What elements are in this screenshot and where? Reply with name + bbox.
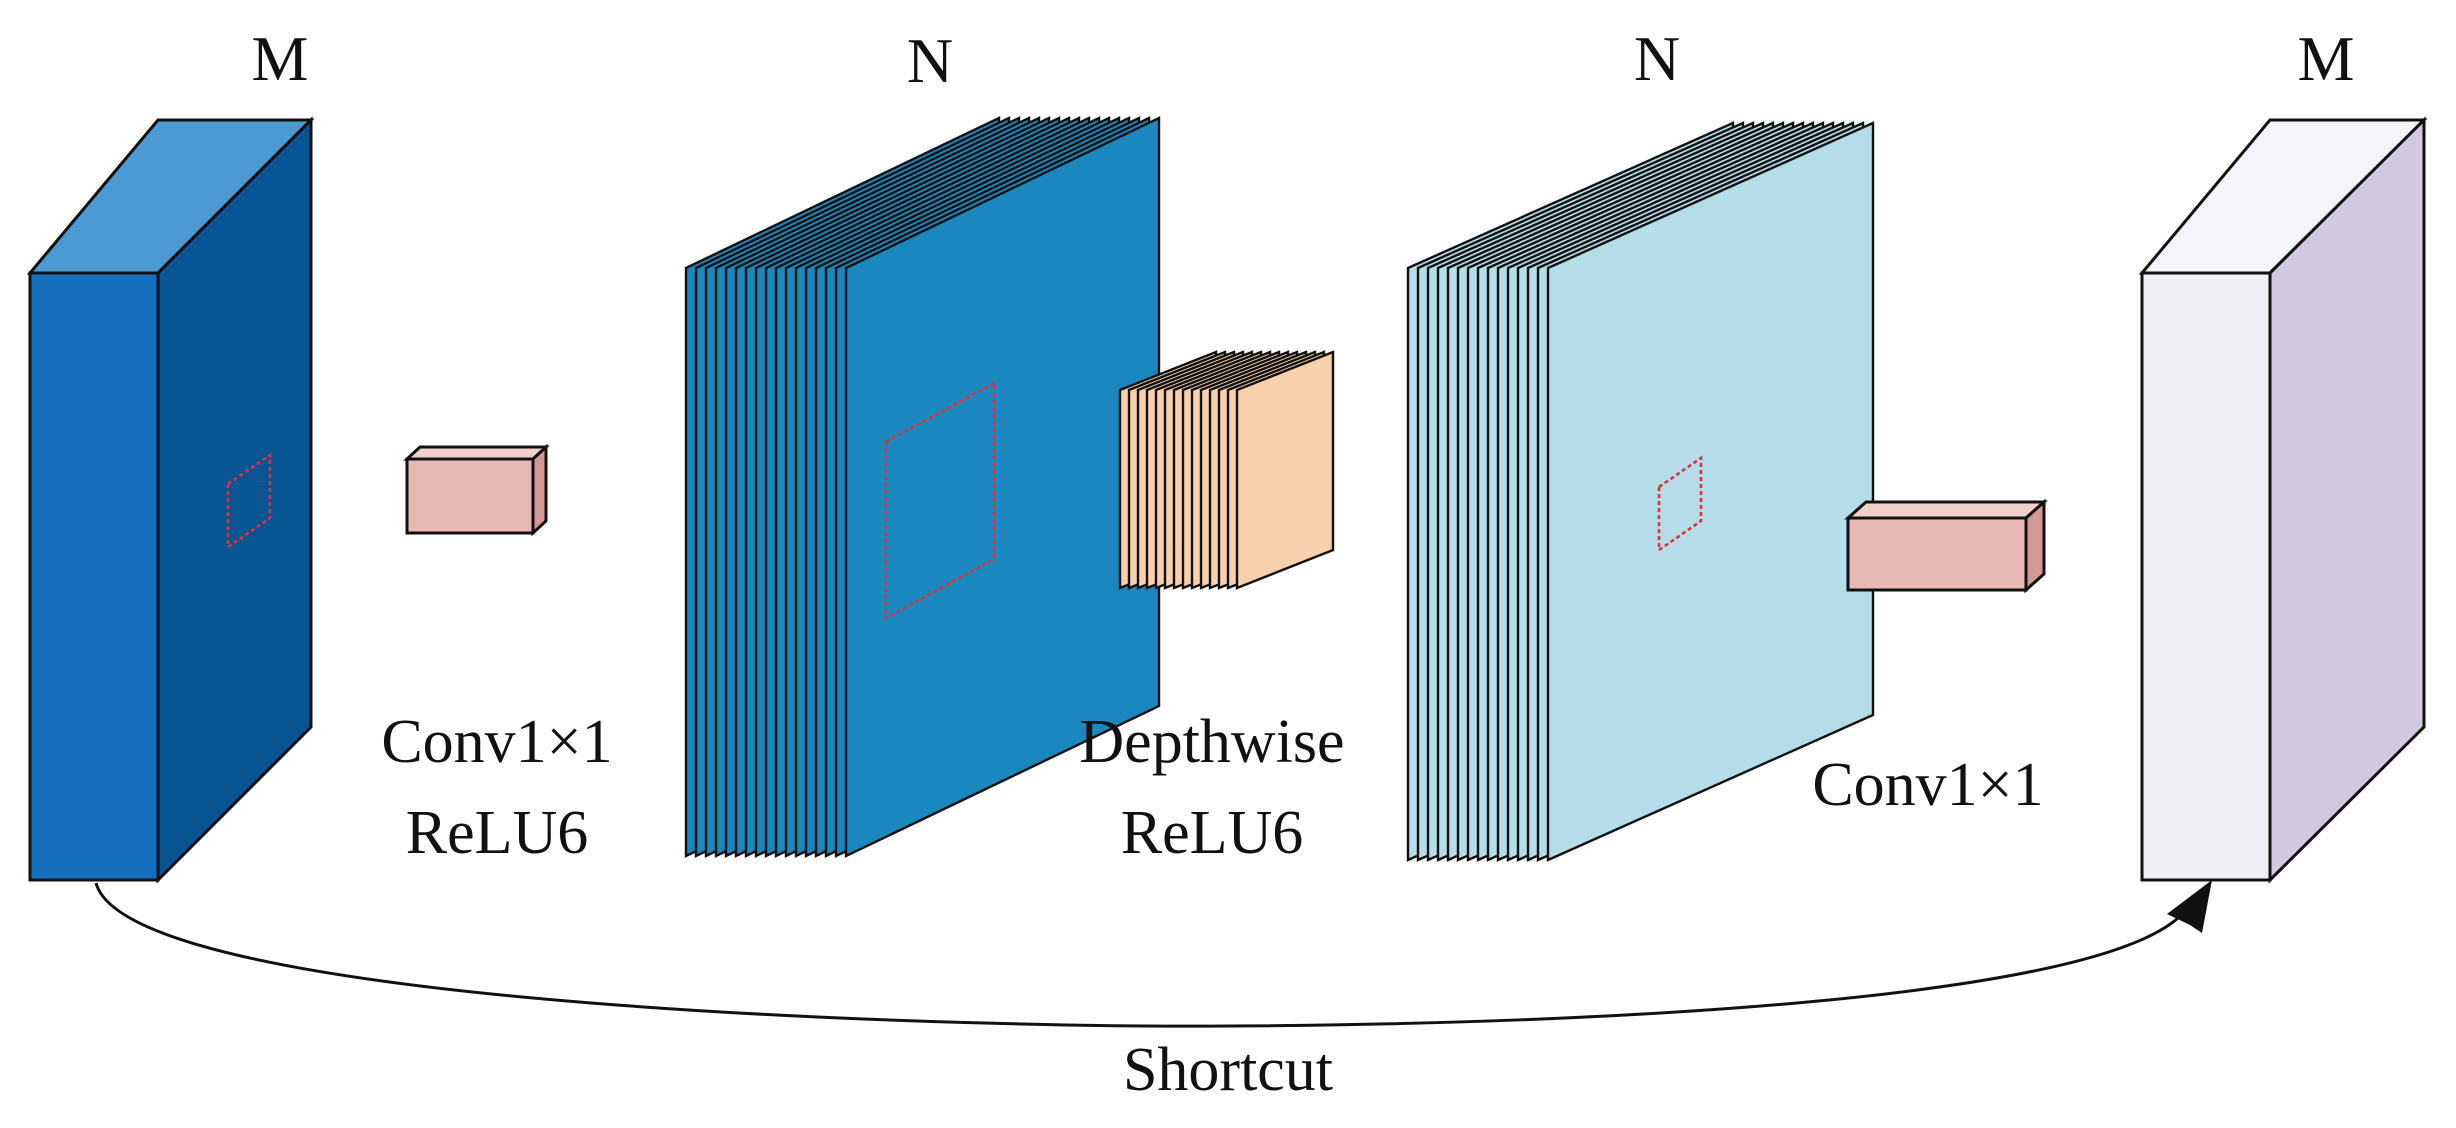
conv1-kernel <box>403 443 550 537</box>
expand-block-stack <box>684 116 1161 858</box>
conv2-kernel-side <box>2024 498 2046 594</box>
input-dim-label: M <box>252 23 309 94</box>
conv1-kernel-side <box>531 443 548 537</box>
conv1-kernel-front <box>405 457 535 535</box>
input-receptive-field <box>226 452 272 550</box>
conv2-label: Conv1×1 <box>1812 751 2043 819</box>
depthwise-label-line2: ReLU6 <box>1121 799 1304 867</box>
shortcut-arrowhead <box>2167 880 2212 933</box>
output-dim-label: M <box>2298 23 2355 94</box>
conv2-kernel-front <box>1846 516 2028 592</box>
depthwise-output-dim-label: N <box>1634 23 1680 94</box>
conv2-kernel-top <box>1844 500 2048 520</box>
depthwise-output-receptive-field <box>1657 455 1703 553</box>
conv1-kernel-top <box>403 445 550 461</box>
conv1-label-line1: Conv1×1 <box>381 708 612 776</box>
shortcut-arrow-line <box>94 882 2179 1028</box>
depthwise-kernel-stack <box>1118 350 1335 590</box>
input-block-front <box>28 271 160 882</box>
conv1-label-line2: ReLU6 <box>406 799 589 867</box>
depthwise-output-block-stack <box>1406 121 1875 862</box>
shortcut-label: Shortcut <box>1123 1036 1333 1104</box>
output-block <box>2138 116 2428 884</box>
depthwise-label-line1: Depthwise <box>1079 708 1344 776</box>
depthwise-kernel-slice <box>1235 350 1335 590</box>
expand-dim-label: N <box>907 25 953 96</box>
input-block <box>26 116 315 884</box>
expand-block-slice <box>844 116 1161 858</box>
conv2-kernel <box>1844 498 2048 594</box>
output-block-front <box>2140 271 2272 882</box>
depthwise-output-block-slice <box>1546 121 1875 862</box>
